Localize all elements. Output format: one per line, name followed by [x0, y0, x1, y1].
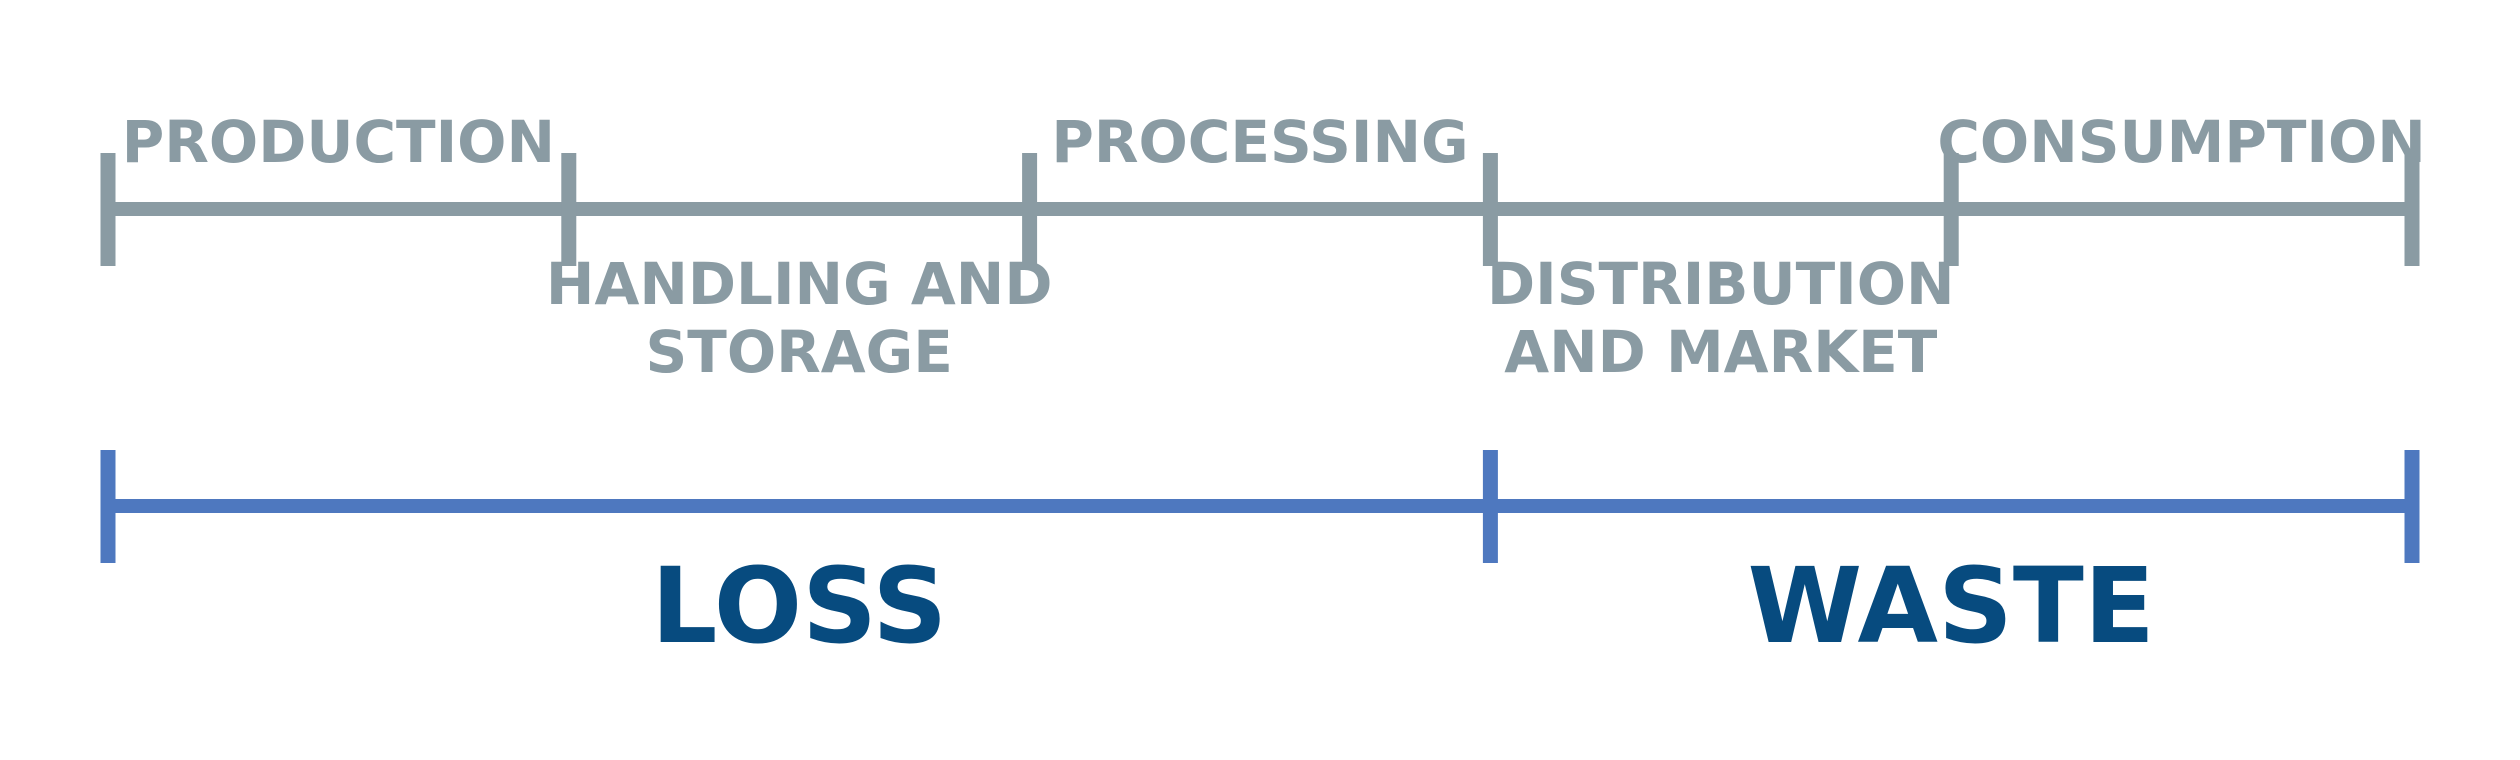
stage-label-line: DISTRIBUTION: [1487, 250, 1955, 318]
stage-label: PRODUCTION: [122, 108, 555, 176]
stage-label: PROCESSING: [1051, 108, 1468, 176]
stage-label-line: CONSUMPTION: [1937, 108, 2426, 176]
stage-label-line: HANDLING AND: [546, 250, 1053, 318]
stage-label-line: AND MARKET: [1504, 318, 1938, 386]
category-timeline: LOSS WASTE: [100, 450, 2420, 667]
stage-label-line: PROCESSING: [1051, 108, 1468, 176]
category-label: WASTE: [1747, 545, 2154, 667]
category-label: LOSS: [651, 545, 947, 667]
stage-label-line: PRODUCTION: [122, 108, 555, 176]
stage-label-line: STORAGE: [645, 318, 952, 386]
stage-label: CONSUMPTION: [1937, 108, 2426, 176]
